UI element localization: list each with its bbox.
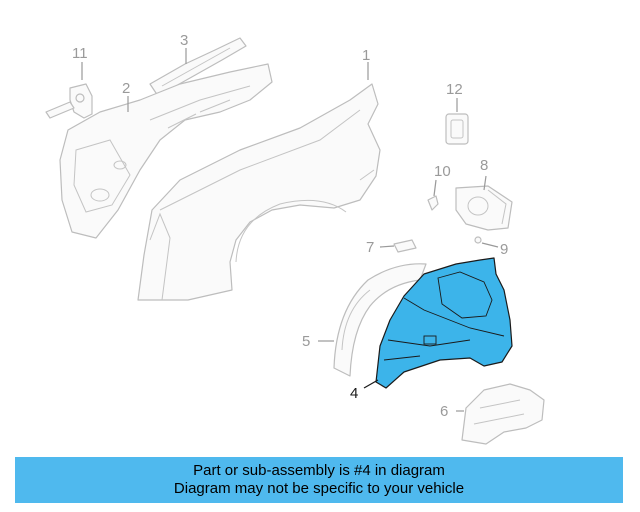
callout-1: 1 xyxy=(362,47,370,64)
callout-4: 4 xyxy=(350,385,358,402)
part-5-wheel-house xyxy=(333,263,427,377)
part-1-quarter-panel xyxy=(137,83,381,301)
callout-12: 12 xyxy=(446,81,463,98)
part-10-clip xyxy=(427,195,439,211)
info-banner: Part or sub-assembly is #4 in diagram Di… xyxy=(15,457,623,503)
info-banner-background xyxy=(15,457,623,503)
part-4-wheel-house-liner xyxy=(375,257,513,389)
banner-line-2: Diagram may not be specific to your vehi… xyxy=(173,480,465,497)
banner-line-1: Part or sub-assembly is #4 in diagram xyxy=(193,462,445,479)
part-6-bracket xyxy=(461,383,545,445)
callout-6: 6 xyxy=(440,403,448,420)
callout-labels: 11 3 2 1 12 10 8 9 7 5 6 4 xyxy=(72,32,508,420)
part-2-inner-panel xyxy=(59,63,273,239)
callout-8: 8 xyxy=(480,157,488,174)
part-8-fuel-door xyxy=(455,185,513,231)
callout-11: 11 xyxy=(72,45,88,62)
part-9-screw xyxy=(474,236,482,244)
leader-lines xyxy=(81,48,499,412)
callout-9: 9 xyxy=(500,241,508,258)
callout-2: 2 xyxy=(122,80,130,97)
part-11-antenna xyxy=(45,83,93,119)
callout-7: 7 xyxy=(366,239,374,256)
callout-5: 5 xyxy=(302,333,310,350)
callout-3: 3 xyxy=(180,32,188,49)
part-12-bracket xyxy=(445,113,469,145)
part-7-grommet xyxy=(393,239,417,253)
callout-10: 10 xyxy=(434,163,451,180)
